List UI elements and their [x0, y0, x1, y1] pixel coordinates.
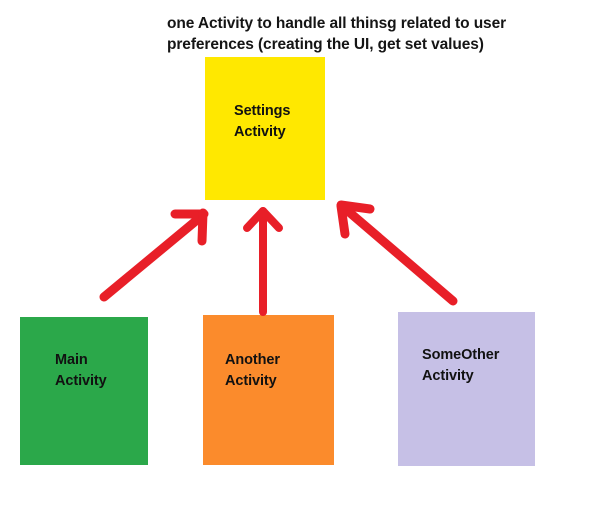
arrow-someother-to-settings	[336, 200, 458, 306]
arrow-main-to-settings	[99, 208, 209, 302]
node-main-activity-label: Main Activity	[55, 352, 107, 389]
node-another-activity-label: Another Activity	[225, 352, 280, 389]
diagram-caption: one Activity to handle all thinsg relate…	[167, 15, 507, 53]
node-another-activity[interactable]: Another Activity	[203, 315, 334, 465]
node-someother-activity-label: SomeOther Activity	[422, 347, 500, 384]
arrow-another-to-settings	[243, 207, 283, 316]
node-main-activity[interactable]: Main Activity	[20, 317, 148, 465]
node-settings-activity[interactable]: Settings Activity	[205, 57, 325, 200]
node-settings-activity-label: Settings Activity	[234, 103, 291, 140]
node-someother-activity[interactable]: SomeOther Activity	[398, 312, 535, 466]
